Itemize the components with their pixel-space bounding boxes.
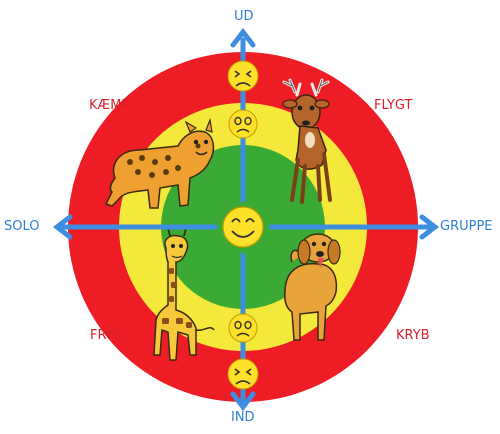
- distressed-face-icon: [228, 359, 258, 389]
- axis-label-left: SOLO: [4, 219, 40, 235]
- axis-label-right: GRUPPE: [440, 219, 493, 235]
- quadrant-label-bottom-left: FRYS: [90, 328, 122, 344]
- axis-label-top: UD: [234, 9, 254, 25]
- distressed-face-icon: [228, 61, 258, 91]
- quadrant-label-top-left: KÆMP: [89, 98, 129, 114]
- axis-label-bottom: IND: [231, 410, 255, 426]
- worried-face-icon: [229, 110, 257, 138]
- happy-face-icon: [223, 207, 263, 247]
- quadrant-label-bottom-right: KRYB: [396, 328, 430, 344]
- worried-face-icon: [229, 314, 257, 342]
- quadrant-label-top-right: FLYGT: [374, 98, 413, 114]
